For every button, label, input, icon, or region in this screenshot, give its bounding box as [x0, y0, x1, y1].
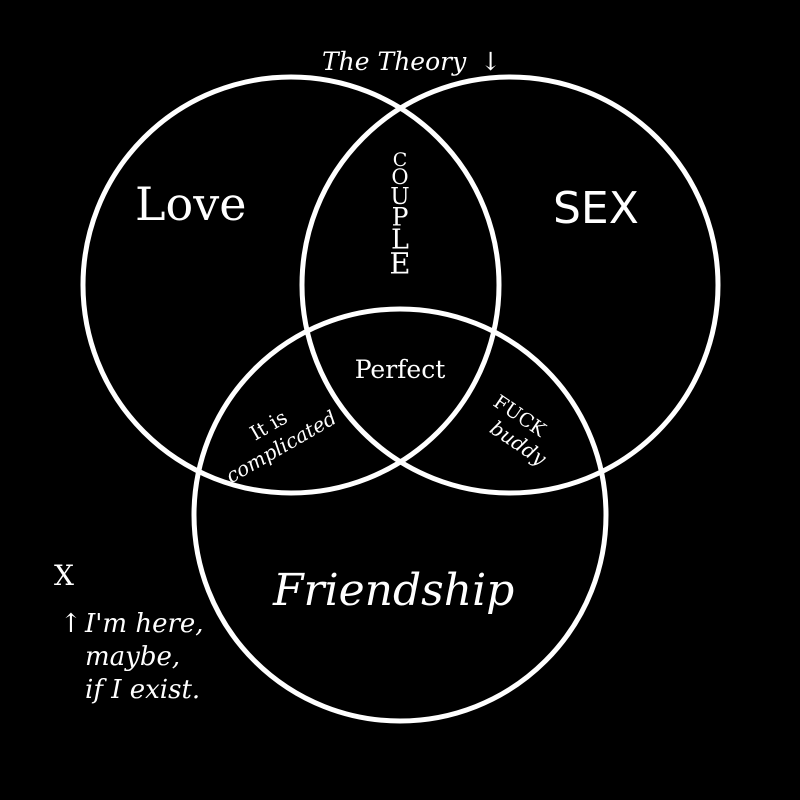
- couple-letter: E: [389, 247, 410, 281]
- friendship-circle: [191, 306, 609, 724]
- up-arrow-icon: ↑: [60, 609, 82, 639]
- set-label-love: Love: [135, 177, 246, 231]
- diagram-title: The Theory ↓: [322, 47, 501, 76]
- couple-letter: L: [391, 225, 409, 256]
- couple-letter: O: [391, 165, 408, 189]
- set-label-sex: SEX: [553, 183, 639, 234]
- down-arrow-icon: ↓: [480, 47, 501, 76]
- outside-note-line3: if I exist.: [85, 675, 200, 705]
- intersection-fuck-buddy: FUCK buddy: [486, 391, 552, 471]
- title-text: The Theory: [322, 47, 467, 76]
- couple-letter: P: [392, 202, 409, 231]
- set-label-friendship: Friendship: [272, 565, 514, 616]
- sex-circle: [299, 74, 721, 496]
- couple-letter: C: [393, 149, 408, 171]
- outside-note-line2: maybe,: [85, 642, 180, 672]
- outside-note-line1: I'm here,: [84, 609, 204, 639]
- intersection-perfect: Perfect: [355, 355, 446, 384]
- outside-marker: X: [54, 559, 74, 592]
- love-circle: [80, 74, 502, 496]
- couple-letter: U: [390, 184, 409, 210]
